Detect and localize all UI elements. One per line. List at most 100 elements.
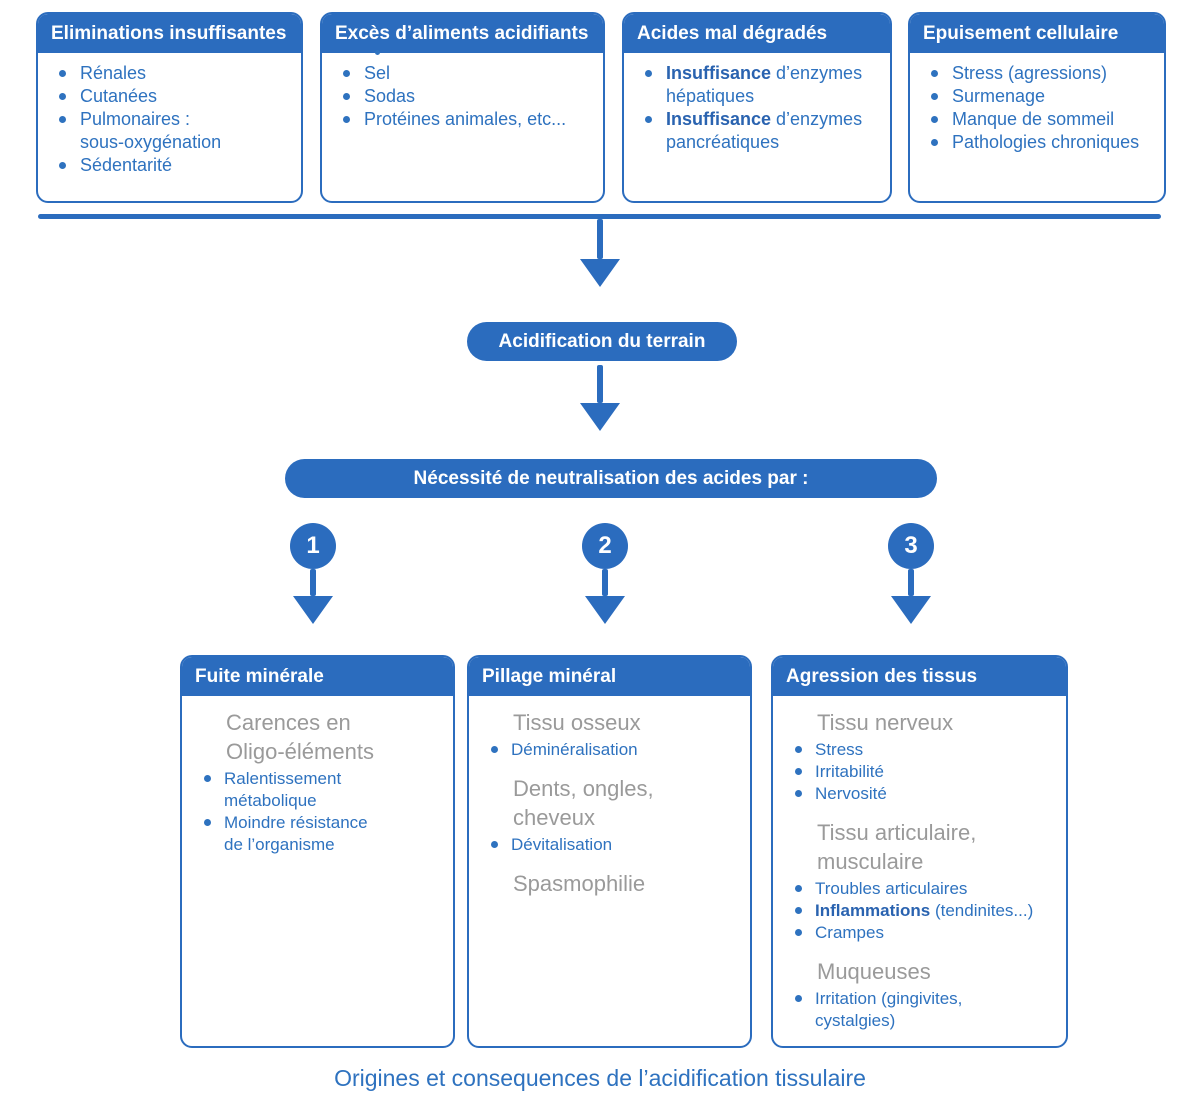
arrow-stem [597,365,603,403]
list-item-text: Moindre résistance de l’organisme [224,813,368,854]
list-item-text: Stress (agressions) [952,63,1108,83]
list-item-text: Protéines animales, etc... [364,109,567,129]
list-item-text: Sel [364,63,391,83]
list-item: Ralentissement métabolique [182,768,450,812]
list-item-bold-text: Insuffisance [666,63,772,83]
stray-bullet-dot [375,50,380,55]
list-item-text: Rénales [80,63,147,83]
bullet-dot-icon [645,116,652,123]
bullet-dot-icon [795,929,802,936]
bullet-dot-icon [931,93,938,100]
bullet-dot-icon [59,162,66,169]
bullet-dot-icon [491,746,498,753]
list-item-text: Insuffisance d’enzymes pancréatiques [666,109,863,152]
bullet-dot-icon [343,116,350,123]
arrow-to-branch-1 [293,569,333,624]
list-item-text: Déminéralisation [511,740,638,759]
list-item: Irritabilité [773,761,1063,783]
list-item: Pulmonaires : sous-oxygénation [38,108,298,154]
list-item: Insuffisance d’enzymes hépatiques [624,62,887,108]
bullet-dot-icon [645,70,652,77]
arrow-stem [602,569,608,596]
list-item-text: Insuffisance d’enzymes hépatiques [666,63,863,106]
list-item-text: Pulmonaires : sous-oxygénation [80,109,222,152]
branch-box-bullet-list: Dévitalisation [469,834,750,856]
branch-box-title: Fuite minérale [182,657,453,696]
list-item-text: Surmenage [952,86,1046,106]
step-circle-1: 1 [290,523,336,569]
bullet-dot-icon [795,885,802,892]
list-item: Stress [773,739,1063,761]
list-item: Crampes [773,922,1063,944]
bullet-dot-icon [59,93,66,100]
list-item: Déminéralisation [469,739,747,761]
branch-box-bullet-list: Déminéralisation [469,739,750,761]
list-item-text: Crampes [815,923,884,942]
acidification-pill: Acidification du terrain [467,322,737,361]
step-circle-2: 2 [582,523,628,569]
list-item: Pathologies chroniques [910,131,1161,154]
list-item: Manque de sommeil [910,108,1161,131]
list-item: Surmenage [910,85,1161,108]
neutralisation-pill: Nécessité de neutralisation des acides p… [285,459,937,498]
list-item: Inflammations (tendinites...) [773,900,1063,922]
bullet-dot-icon [59,70,66,77]
arrow-to-branch-3 [891,569,931,624]
bullet-dot-icon [204,775,211,782]
section-heading: Tissu articulaire, musculaire [817,820,977,874]
list-item-bold-text: Insuffisance [666,109,772,129]
list-item: Nervosité [773,783,1063,805]
section-heading: Carences en Oligo-éléments [226,710,374,764]
arrow-head-icon [293,596,333,624]
arrow-to-acidification [580,219,620,287]
list-item: Moindre résistance de l’organisme [182,812,450,856]
arrow-to-neutralisation [580,365,620,431]
list-item: Insuffisance d’enzymes pancréatiques [624,108,887,154]
section-heading: Muqueuses [817,959,931,984]
arrow-head-icon [891,596,931,624]
bullet-dot-icon [931,116,938,123]
diagram-caption: Origines et consequences de l’acidificat… [334,1065,866,1091]
collector-line [38,214,1161,219]
cause-box-title: Acides mal dégradés [624,14,890,53]
arrow-head-icon [580,259,620,287]
section-heading: Spasmophilie [513,871,646,896]
bullet-dot-icon [795,907,802,914]
bullet-dot-icon [343,93,350,100]
list-item-text: Nervosité [815,784,887,803]
list-item: Sel [322,62,600,85]
list-item: Stress (agressions) [910,62,1161,85]
list-item: Sédentarité [38,154,298,177]
cause-box-title: Epuisement cellulaire [910,14,1164,53]
list-item-text: Irritabilité [815,762,884,781]
list-item: Troubles articulaires [773,878,1063,900]
list-item-text: Cutanées [80,86,158,106]
list-item: Irritation (gingivites, cystalgies) [773,988,1063,1032]
bullet-dot-icon [931,70,938,77]
bullet-dot-icon [491,841,498,848]
bullet-dot-icon [59,116,66,123]
list-item-text: Dévitalisation [511,835,613,854]
branch-box-title: Pillage minéral [469,657,750,696]
list-item-text: Inflammations (tendinites...) [815,901,1034,920]
arrow-stem [310,569,316,596]
